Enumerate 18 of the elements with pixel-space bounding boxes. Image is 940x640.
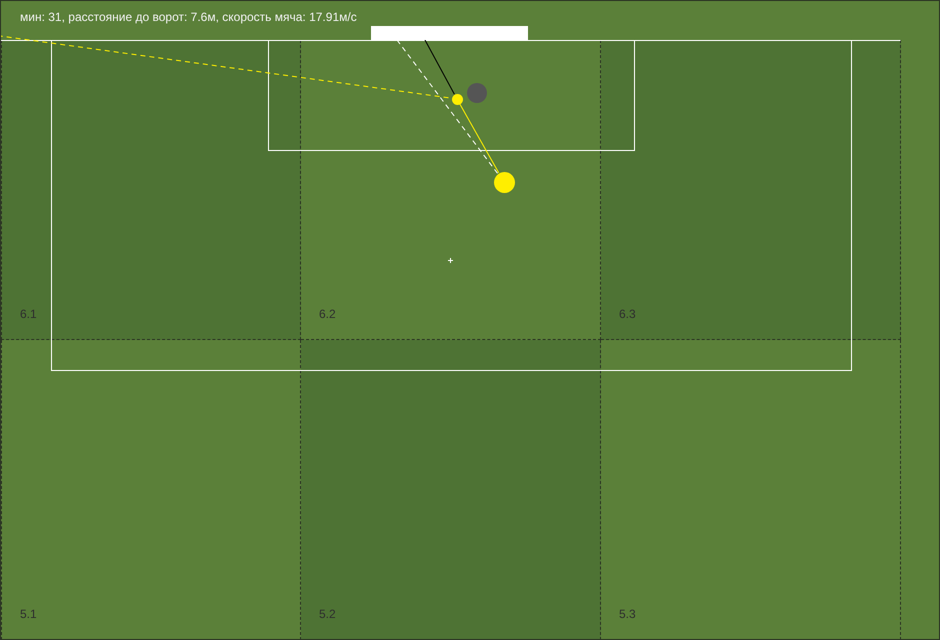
ball-marker — [452, 94, 462, 104]
zone-label: 5.3 — [619, 607, 636, 621]
zone-label: 6.1 — [20, 307, 37, 321]
zone-label: 5.2 — [319, 607, 336, 621]
pitch-zone — [301, 40, 601, 340]
zone-label: 6.3 — [619, 307, 636, 321]
goal — [371, 26, 528, 40]
pitch-zone — [1, 340, 301, 639]
zone-label: 5.1 — [20, 607, 37, 621]
trajectory-line — [459, 103, 500, 174]
pitch-zone — [301, 340, 601, 639]
match-info-text: мин: 31, расстояние до ворот: 7.6м, скорость мяча: 17.91м/с — [20, 10, 357, 24]
pitch-zone — [601, 40, 901, 340]
zone-label: 6.2 — [319, 307, 336, 321]
pitch-zone — [1, 40, 301, 340]
goalkeeper-marker — [467, 83, 487, 103]
trajectory-line — [396, 40, 498, 174]
player-marker — [494, 172, 514, 192]
